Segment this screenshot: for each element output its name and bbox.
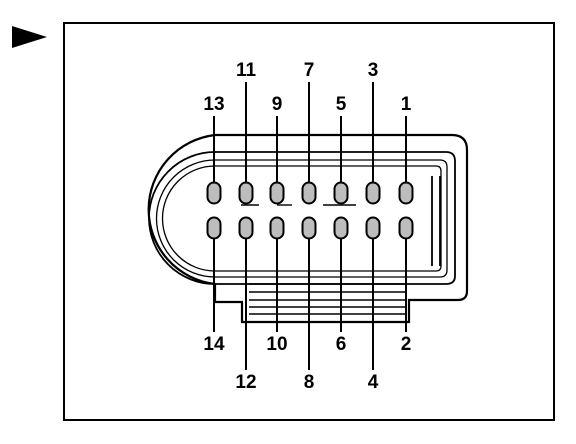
pin-9-contact bbox=[269, 181, 285, 205]
pin-7-contact bbox=[301, 181, 317, 205]
pin-5-contact bbox=[333, 181, 349, 205]
pin-4-label: 4 bbox=[368, 372, 379, 393]
pin-3-contact bbox=[365, 181, 381, 205]
pin-8-label: 8 bbox=[304, 372, 315, 393]
pin-1-label: 1 bbox=[401, 94, 412, 115]
diagram-frame bbox=[63, 22, 555, 421]
pin-14-contact bbox=[206, 216, 222, 240]
connector-housing bbox=[147, 133, 469, 324]
pin-7-label: 7 bbox=[304, 60, 315, 81]
pin-11-contact bbox=[238, 181, 254, 205]
pin-2-contact bbox=[398, 216, 414, 240]
pin-9-label: 9 bbox=[272, 94, 283, 115]
pin-leader-lines bbox=[213, 82, 407, 370]
pin-13-contact bbox=[206, 181, 222, 205]
pin-4-contact bbox=[365, 216, 381, 240]
pin-12-contact bbox=[238, 216, 254, 240]
pin-10-contact bbox=[269, 216, 285, 240]
pin-3-label: 3 bbox=[368, 60, 379, 81]
pin-6-contact bbox=[333, 216, 349, 240]
pin-5-label: 5 bbox=[336, 94, 347, 115]
pin-1-contact bbox=[398, 181, 414, 205]
pin-14-label: 14 bbox=[203, 334, 225, 355]
pin-11-label: 11 bbox=[236, 60, 257, 81]
pin-2-label: 2 bbox=[401, 334, 412, 355]
pin-10-label: 10 bbox=[266, 334, 287, 355]
pin-8-contact bbox=[301, 216, 317, 240]
pin-6-label: 6 bbox=[336, 334, 347, 355]
pin-13-label: 13 bbox=[203, 94, 224, 115]
right-triangle-arrow-icon bbox=[12, 26, 47, 48]
pin-12-label: 12 bbox=[235, 372, 256, 393]
pin-contacts bbox=[206, 181, 414, 240]
